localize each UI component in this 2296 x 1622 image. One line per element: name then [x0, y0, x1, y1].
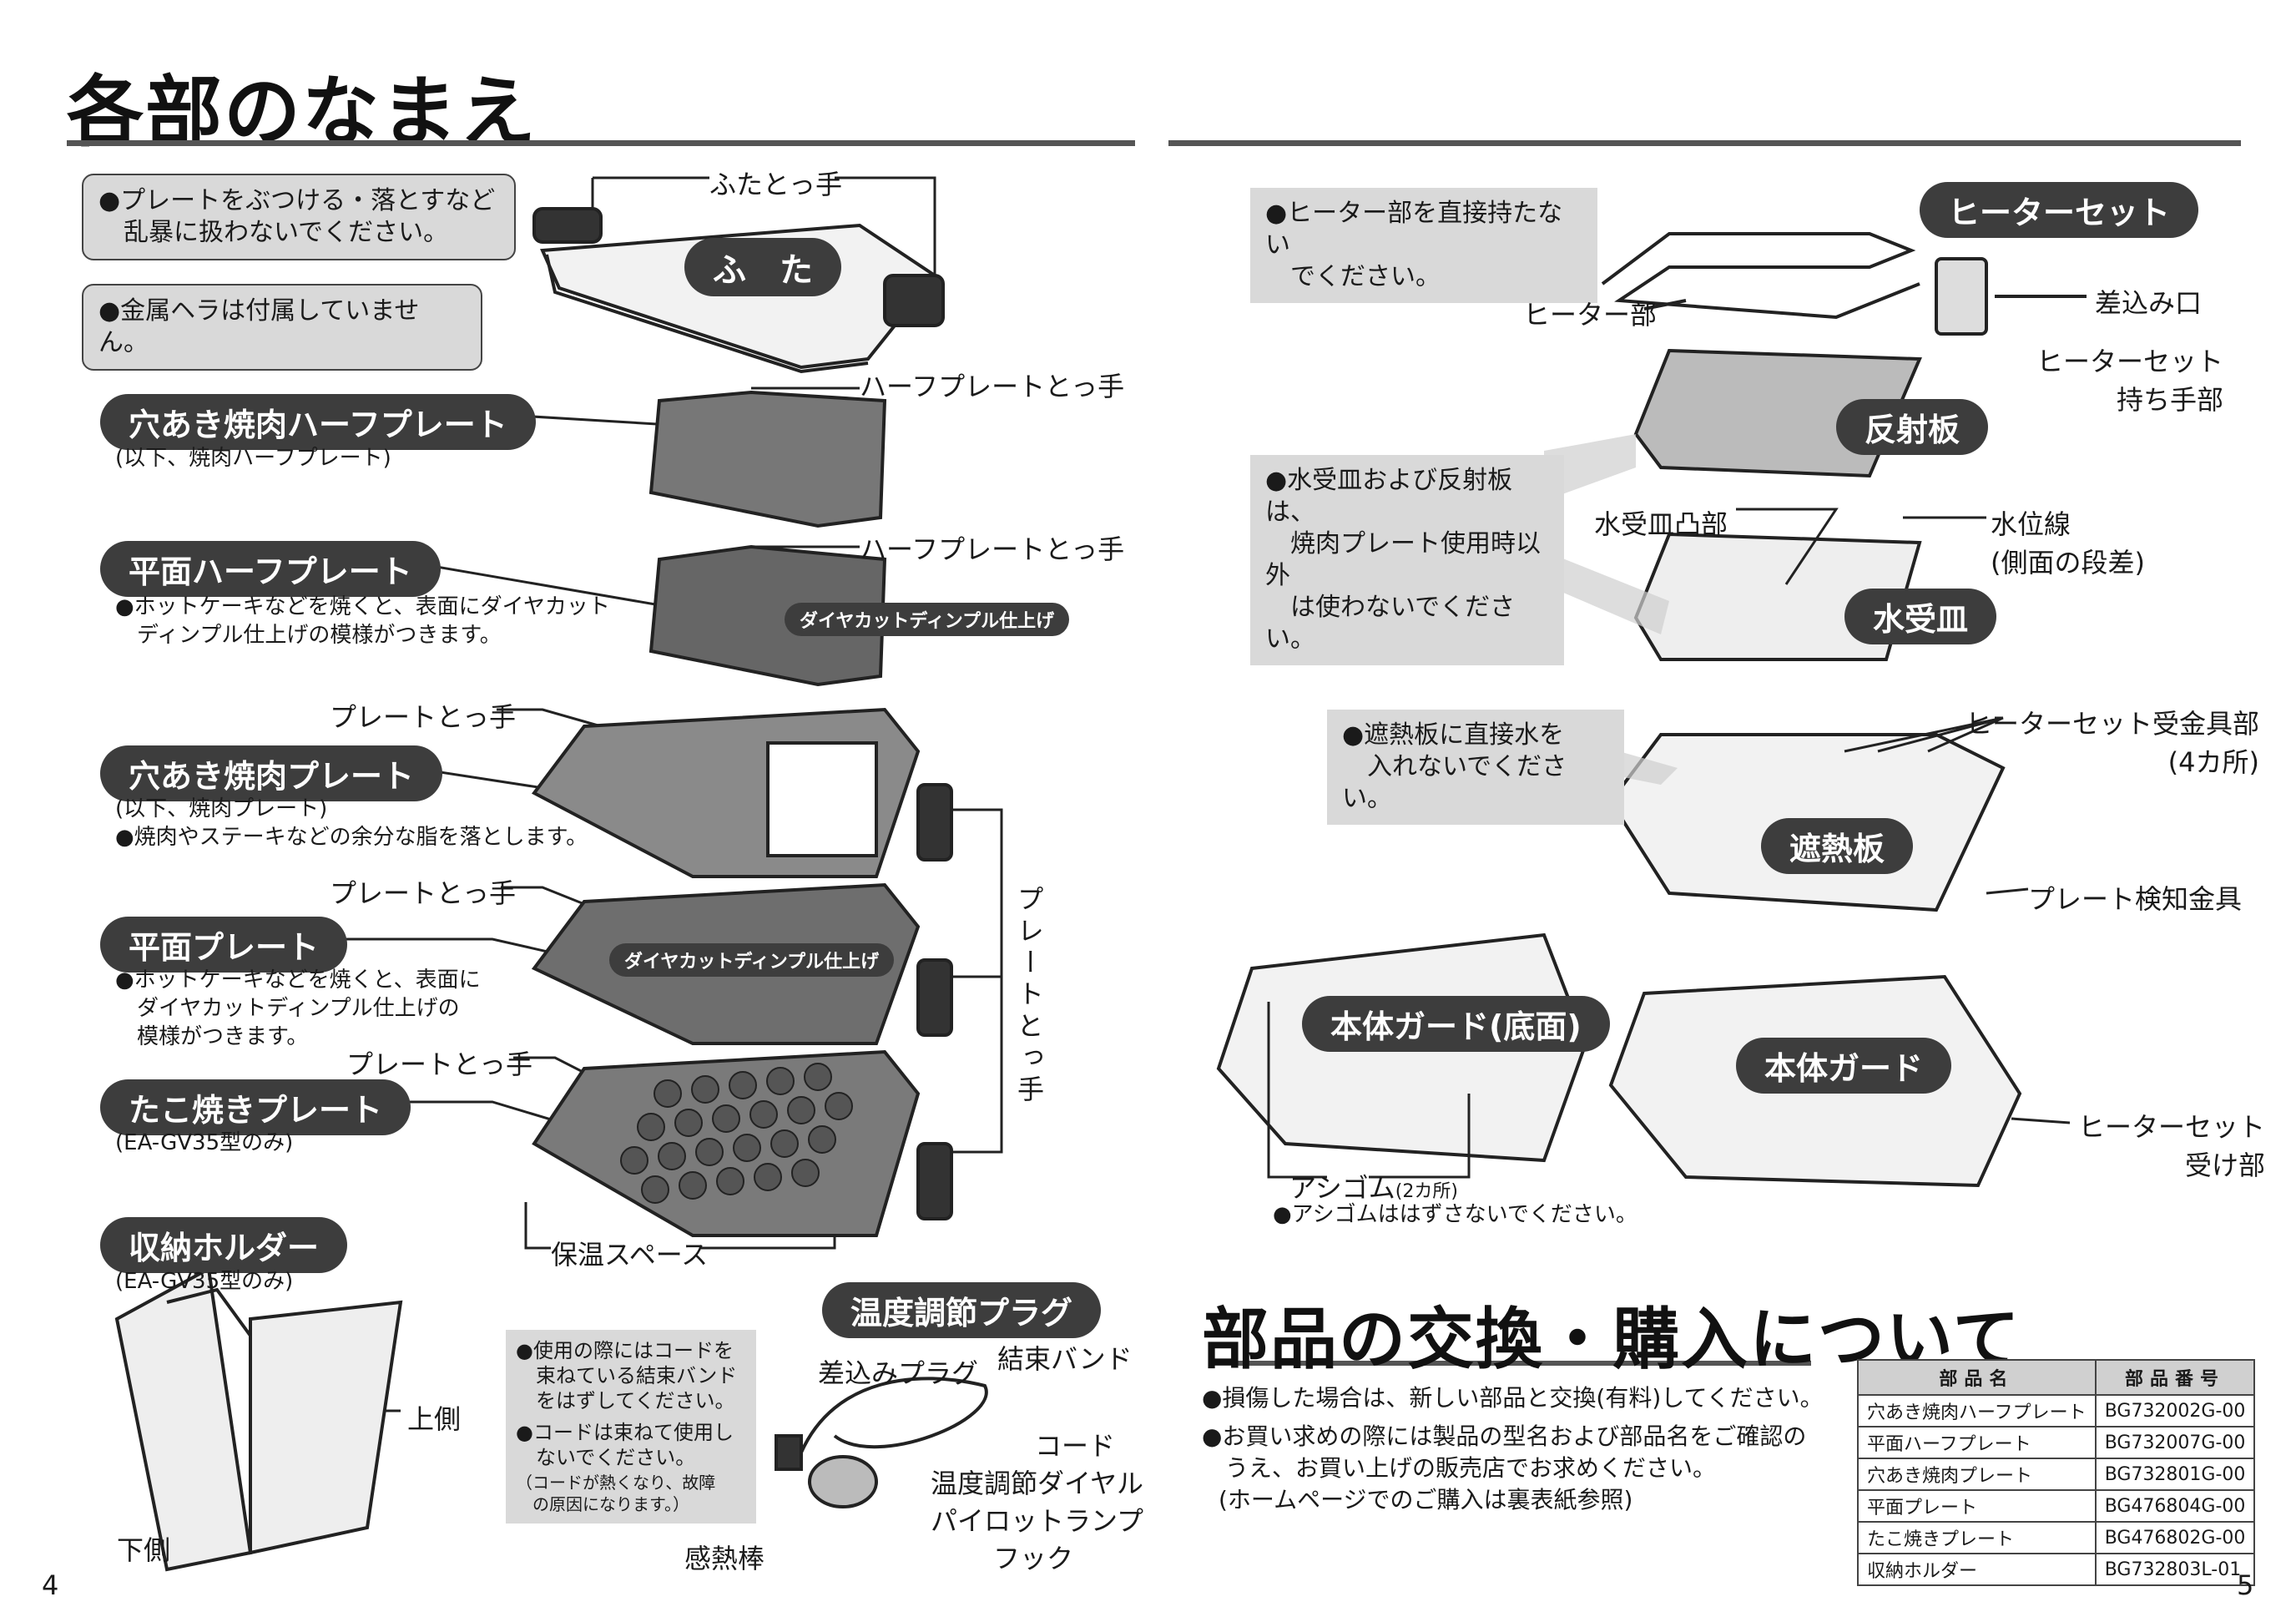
parts-text-3: (ホームページでのご購入は裏表紙参照) — [1219, 1486, 1633, 1513]
plug-drawing — [775, 1377, 988, 1508]
perforated-half-plate-badge: 穴あき焼肉ハーフプレート — [100, 394, 536, 450]
heat-shield-badge: 遮熱板 — [1761, 818, 1914, 874]
holder-drawing — [114, 1266, 403, 1572]
dial-label: 温度調節ダイヤル — [931, 1468, 1144, 1499]
spatula-note: ●金属ヘラは付属していません。 — [82, 284, 482, 371]
perforated-plate-desc: ●焼肉やステーキなどの余分な脂を落とします。 — [115, 825, 588, 850]
part-name: 収納ホルダー — [1857, 1553, 2097, 1586]
holder-sub: (EA-GV35型のみ) — [115, 1269, 294, 1294]
feet-label: アシゴム(2カ所) — [1289, 1167, 1458, 1205]
water-tray-badge: 水受皿 — [1844, 589, 1997, 644]
heater-bracket-label: ヒーターセット受金具部 (4カ所) — [1965, 708, 2260, 778]
half-plate-handle-label-2: ハーフプレートとっ手 — [860, 533, 1125, 565]
plug-note-box: ●使用の際にはコードを 束ねている結束バンド をはずしてください。 ●コードは束… — [506, 1330, 756, 1523]
feet-note: ●アシゴムははずさないでください。 — [1273, 1202, 1637, 1227]
header-part-number: 部品番号 — [2094, 1359, 2256, 1396]
plug-note-3: （コードが熱くなり、故障 の原因になります。） — [516, 1473, 716, 1514]
sensor-label: 感熱棒 — [684, 1543, 765, 1574]
part-number: BG732002G-00 — [2094, 1394, 2256, 1427]
heater-drawing — [1601, 232, 2087, 336]
heater-grip-label: ヒーターセット 持ち手部 — [2036, 346, 2224, 416]
guard-badge: 本体ガード — [1736, 1038, 1952, 1094]
part-name: 穴あき焼肉ハーフプレート — [1857, 1394, 2097, 1427]
title-rule-left — [67, 140, 1135, 146]
half-plate-handle-label-1: ハーフプレートとっ手 — [860, 371, 1125, 402]
cord-label: コード — [1035, 1430, 1116, 1462]
part-name: たこ焼きプレート — [1857, 1521, 2097, 1554]
heater-set-badge: ヒーターセット — [1920, 182, 2199, 238]
takoyaki-plate-badge: たこ焼きプレート — [100, 1079, 411, 1135]
tray-bump-label: 水受皿凸部 — [1594, 508, 1728, 540]
heater-part-label: ヒーター部 — [1523, 299, 1658, 331]
part-number: BG732007G-00 — [2094, 1426, 2256, 1459]
insert-plug-label: 差込みプラグ — [818, 1357, 979, 1389]
parts-table-header: 部品名 部品番号 — [1857, 1359, 2256, 1396]
page-number-left: 4 — [42, 1569, 59, 1601]
water-line-label: 水位線 (側面の段差) — [1991, 508, 2145, 579]
flat-plate-badge: 平面プレート — [100, 917, 348, 973]
part-number: BG476804G-00 — [2094, 1489, 2256, 1523]
part-name: 穴あき焼肉プレート — [1857, 1458, 2097, 1491]
part-number: BG732803L-01 — [2094, 1553, 2256, 1586]
plate-handle-label-2: プレートとっ手 — [330, 877, 517, 909]
perforated-plate-badge: 穴あき焼肉プレート — [100, 745, 443, 801]
plate-handle-vertical-label: プレートとっ手 — [1013, 885, 1045, 1107]
feet-text: アシゴム — [1289, 1172, 1395, 1204]
part-number: BG476802G-00 — [2094, 1521, 2256, 1554]
perforated-plate-sub: (以下、焼肉プレート) — [115, 796, 328, 821]
lid-handle-label: ふたとっ手 — [709, 169, 843, 200]
pilot-lamp-label: パイロットランプ — [931, 1505, 1144, 1537]
handling-note: ●プレートをぶつける・落とすなど 乱暴に扱わないでください。 — [82, 174, 516, 260]
perforated-half-plate-sub: (以下、焼肉ハーフプレート) — [115, 446, 391, 471]
hook-label: フック — [993, 1543, 1074, 1574]
plate-handle-label-3: プレートとっ手 — [346, 1048, 533, 1080]
lid-badge: ふ た — [684, 238, 841, 296]
heater-note: ●ヒーター部を直接持たない でください。 — [1250, 188, 1597, 303]
temp-plug-badge: 温度調節プラグ — [822, 1282, 1102, 1338]
part-name: 平面プレート — [1857, 1489, 2097, 1523]
reflector-badge: 反射板 — [1836, 399, 1989, 455]
flat-half-plate-desc: ●ホットケーキなどを焼くと、表面にダイヤカット ディンプル仕上げの模様がつきます… — [115, 594, 610, 648]
page-number-right: 5 — [2237, 1569, 2254, 1601]
takoyaki-plate-sub: (EA-GV35型のみ) — [115, 1130, 294, 1155]
feet-count: (2カ所) — [1395, 1181, 1458, 1202]
flat-half-finish-badge: ダイヤカットディンプル仕上げ — [785, 603, 1070, 636]
holder-bottom-label: 下側 — [117, 1534, 171, 1566]
header-part-name: 部品名 — [1857, 1359, 2097, 1396]
holder-top-label: 上側 — [407, 1403, 462, 1435]
heat-shield-note: ●遮熱板に直接水を 入れないでください。 — [1327, 710, 1624, 825]
inlet-label: 差込み口 — [2095, 287, 2203, 319]
holder-badge: 収納ホルダー — [100, 1217, 348, 1273]
flat-plate-finish-badge: ダイヤカットディンプル仕上げ — [609, 943, 895, 977]
title-rule-right — [1168, 140, 2241, 146]
plug-note-2: ●コードは束ねて使用し ないでください。 — [516, 1421, 734, 1469]
part-number: BG732801G-00 — [2094, 1458, 2256, 1491]
plate-detector-label: プレート検知金具 — [2028, 883, 2243, 915]
heater-receiver-label: ヒーターセット 受け部 — [2078, 1111, 2266, 1181]
half-plate-drawings — [648, 390, 887, 687]
plate-handle-label-1: プレートとっ手 — [330, 701, 517, 733]
warming-space-label: 保温スペース — [551, 1239, 709, 1271]
parts-text-1: ●損傷した場合は、新しい部品と交換(有料)してください。 — [1202, 1384, 1824, 1412]
water-tray-note: ●水受皿および反射板は、 焼肉プレート使用時以外 は使わないでください。 — [1250, 455, 1564, 665]
band-label: 結束バンド — [997, 1343, 1133, 1375]
parts-text-2: ●お買い求めの際には製品の型名および部品名をご確認の うえ、お買い上げの販売店で… — [1202, 1422, 1807, 1482]
part-name: 平面ハーフプレート — [1857, 1426, 2097, 1459]
plug-note-1: ●使用の際にはコードを 束ねている結束バンド をはずしてください。 — [516, 1339, 738, 1412]
guard-bottom-badge: 本体ガード(底面) — [1302, 996, 1610, 1052]
flat-plate-desc: ●ホットケーキなどを焼くと、表面に ダイヤカットディンプル仕上げの 模様がつきま… — [115, 968, 481, 1049]
flat-half-plate-badge: 平面ハーフプレート — [100, 541, 441, 597]
